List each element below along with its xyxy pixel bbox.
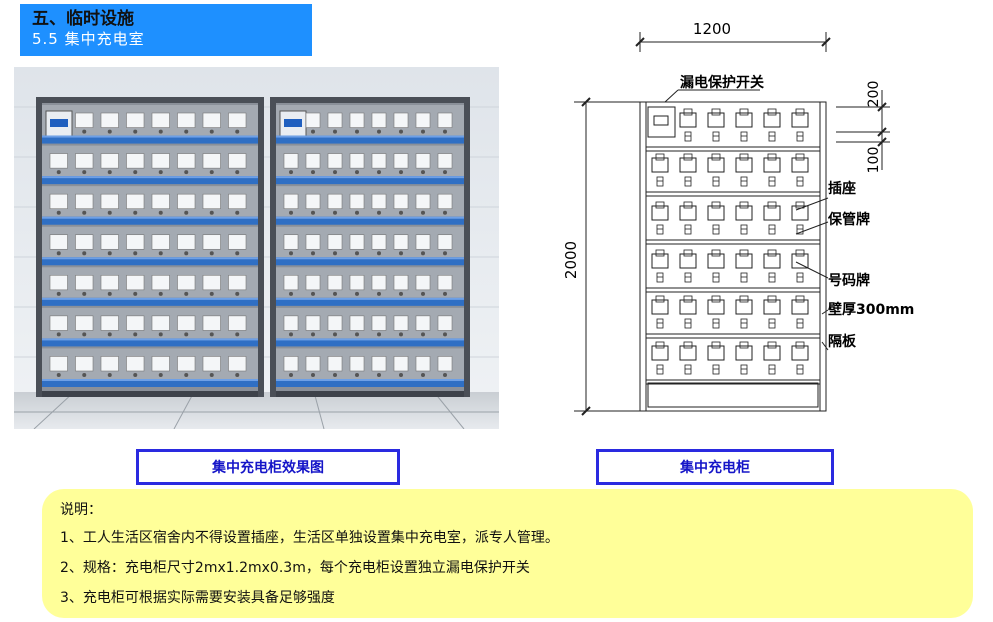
dim-width-label: 1200 — [693, 20, 731, 38]
drawing-sockets — [651, 108, 809, 375]
notes-panel: 说明： 1、工人生活区宿舍内不得设置插座，生活区单独设置集中充电室，派专人管理。… — [42, 489, 973, 618]
cabinet-left — [36, 97, 264, 397]
label-number: 号码牌 — [828, 272, 870, 289]
cabinet-drawing-svg: 1200 2000 200 100 漏电保护开关 插座 保管牌 号码牌 壁厚30… — [562, 20, 914, 416]
caption-drawing-text: 集中充电柜 — [680, 460, 750, 476]
dim-height-label: 2000 — [562, 241, 580, 279]
dim-top-row-label: 200 — [866, 81, 882, 108]
note-item-3: 3、充电柜可根据实际需要安装具备足够强度 — [60, 590, 335, 606]
notes-title: 说明： — [60, 502, 102, 518]
drawing-shelves — [646, 146, 820, 408]
caption-render: 集中充电柜效果图 — [136, 449, 400, 485]
subsection-title: 5.5 集中充电室 — [32, 30, 145, 48]
caption-render-text: 集中充电柜效果图 — [212, 460, 324, 476]
label-socket: 插座 — [828, 180, 856, 197]
label-breaker: 漏电保护开关 — [680, 74, 764, 91]
caption-drawing: 集中充电柜 — [596, 449, 834, 485]
cabinet-right — [270, 97, 470, 397]
label-locker: 保管牌 — [827, 211, 870, 228]
label-wall: 壁厚300mm — [828, 301, 914, 318]
cabinet-render-svg — [14, 67, 499, 429]
label-divider: 隔板 — [828, 333, 857, 350]
note-item-1: 1、工人生活区宿舍内不得设置插座，生活区单独设置集中充电室，派专人管理。 — [60, 530, 559, 546]
cabinet-render-image — [14, 67, 499, 429]
dim-shelf-label: 100 — [866, 147, 882, 174]
cabinet-drawing: 1200 2000 200 100 漏电保护开关 插座 保管牌 号码牌 壁厚30… — [560, 10, 930, 430]
section-header: 五、临时设施 5.5 集中充电室 — [20, 4, 312, 56]
section-title: 五、临时设施 — [32, 9, 134, 29]
note-item-2: 2、规格：充电柜尺寸2mx1.2mx0.3m，每个充电柜设置独立漏电保护开关 — [60, 560, 530, 576]
